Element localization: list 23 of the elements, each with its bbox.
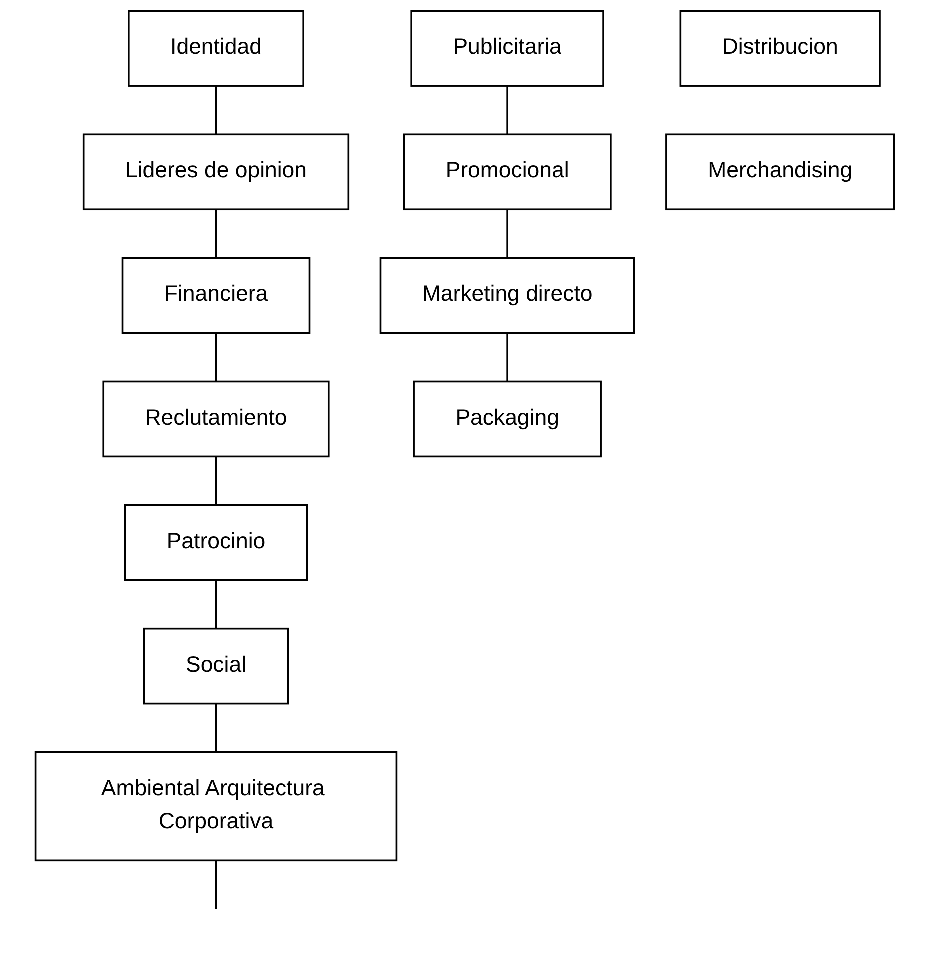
- node-box: Marketing directo: [380, 257, 636, 334]
- connector: [215, 580, 218, 629]
- node-box: Patrocinio: [124, 504, 308, 582]
- connector: [506, 210, 508, 258]
- connector: [215, 333, 218, 382]
- connector: [506, 86, 508, 135]
- connector: [215, 210, 218, 258]
- node-box: Identidad: [128, 10, 304, 87]
- node-box: Publicitaria: [410, 10, 604, 87]
- connector: [506, 333, 508, 382]
- node-box: Social: [143, 628, 290, 705]
- node-box: Ambiental Arquitectura Corporativa: [34, 751, 398, 862]
- connector: [215, 456, 218, 506]
- node-box: Lideres de opinion: [82, 134, 350, 211]
- node-box: Promocional: [403, 134, 612, 211]
- connector: [215, 860, 218, 910]
- node-box: Merchandising: [666, 134, 896, 211]
- node-box: Distribucion: [680, 10, 881, 87]
- node-box: Financiera: [122, 257, 311, 334]
- node-box: Packaging: [413, 380, 602, 458]
- node-box: Reclutamiento: [102, 380, 330, 458]
- connector: [215, 86, 218, 135]
- connector: [215, 704, 218, 752]
